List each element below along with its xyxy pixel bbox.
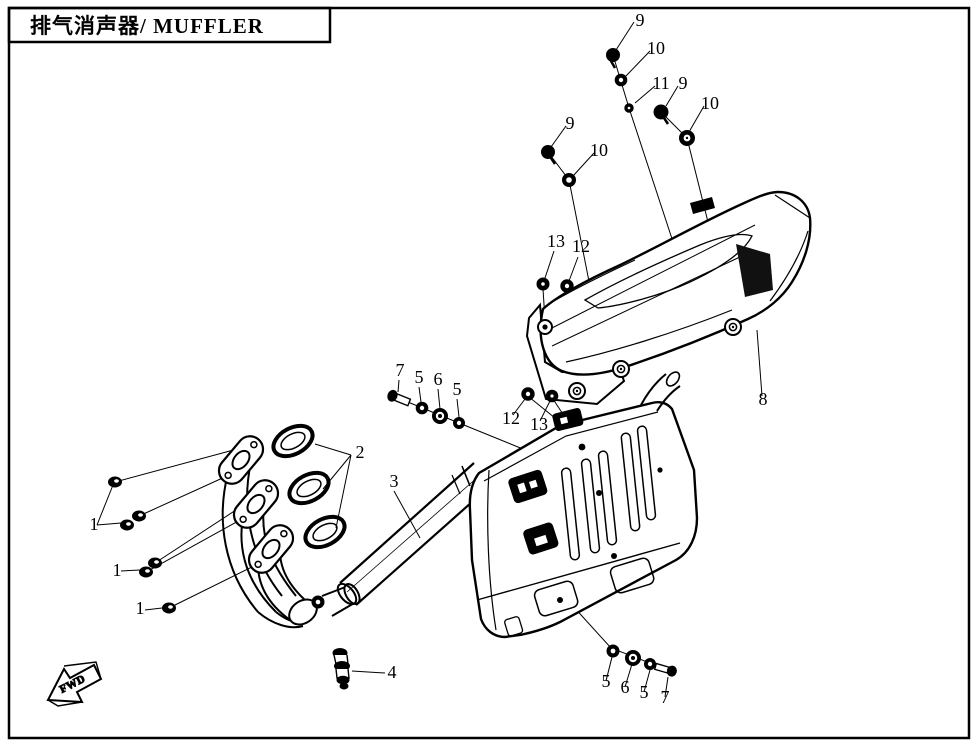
hanger-bracket-left <box>508 469 548 504</box>
gasket <box>287 470 331 506</box>
callout-10: 10 <box>590 140 608 160</box>
oxygen-sensor <box>332 648 350 690</box>
nut-icon <box>432 408 448 424</box>
callout-2: 2 <box>356 442 365 462</box>
bolt-icon <box>653 104 670 125</box>
washer-icon <box>614 73 628 87</box>
fasteners <box>108 48 695 677</box>
muffler-body <box>468 371 699 639</box>
washer-icon <box>679 130 695 146</box>
nut-icon <box>536 277 550 291</box>
header-flange-1 <box>217 435 265 485</box>
bolt-icon <box>541 145 557 165</box>
hanger-bracket-lower <box>523 522 559 555</box>
callout-11: 11 <box>652 73 669 93</box>
callout-12: 12 <box>572 236 590 256</box>
heat-shield <box>525 190 812 406</box>
fwd-arrow: FWD <box>46 661 103 707</box>
page-frame: 排气消声器/ MUFFLER <box>7 6 971 740</box>
callout-7: 7 <box>661 687 670 707</box>
washer-icon <box>415 401 429 415</box>
washer-icon <box>453 417 465 429</box>
callout-13: 13 <box>547 231 565 251</box>
page-title: 排气消声器/ MUFFLER <box>30 14 264 38</box>
callouts: 9 10 11 9 10 9 10 13 12 7 5 6 5 12 13 8 … <box>90 10 768 707</box>
callout-12: 12 <box>502 408 520 428</box>
callout-13: 13 <box>530 414 548 434</box>
header-flange-2 <box>232 479 280 529</box>
bolt-icon <box>387 389 412 407</box>
callout-9: 9 <box>566 113 575 133</box>
bolt-icon <box>606 48 620 69</box>
shield-grommets <box>537 318 742 400</box>
gasket <box>303 514 347 550</box>
callout-5: 5 <box>453 379 462 399</box>
title-box <box>7 6 332 44</box>
callout-1: 1 <box>113 560 122 580</box>
callout-8: 8 <box>759 389 768 409</box>
callout-7: 7 <box>396 360 405 380</box>
washer-icon <box>521 387 535 401</box>
callout-3: 3 <box>390 471 399 491</box>
rivet-dots <box>557 443 663 603</box>
flange-nuts <box>108 476 176 614</box>
mid-pipe <box>336 462 491 606</box>
gasket <box>271 423 315 459</box>
callout-5: 5 <box>640 682 649 702</box>
exhaust-header-pipes <box>217 435 361 629</box>
callout-10: 10 <box>647 38 665 58</box>
callout-6: 6 <box>434 369 443 389</box>
callout-1: 1 <box>90 514 99 534</box>
callout-6: 6 <box>621 677 630 697</box>
callout-4: 4 <box>388 662 397 682</box>
callout-9: 9 <box>636 10 645 30</box>
washer-icon <box>560 279 574 293</box>
nut-icon <box>625 650 641 666</box>
vent-slots <box>560 425 657 561</box>
callout-5: 5 <box>415 367 424 387</box>
callout-1: 1 <box>136 598 145 618</box>
nut-icon <box>624 103 634 113</box>
callout-5: 5 <box>602 671 611 691</box>
nut-icon <box>545 389 559 403</box>
header-flange-3 <box>247 524 295 574</box>
washer-icon <box>644 658 656 670</box>
callout-10: 10 <box>701 93 719 113</box>
hanger-bracket-top <box>552 408 584 432</box>
washer-icon <box>562 173 576 187</box>
bolt-icon <box>653 662 677 677</box>
washer-icon <box>606 644 620 658</box>
callout-leaders <box>96 21 763 698</box>
exhaust-gaskets <box>271 423 347 550</box>
callout-9: 9 <box>679 73 688 93</box>
